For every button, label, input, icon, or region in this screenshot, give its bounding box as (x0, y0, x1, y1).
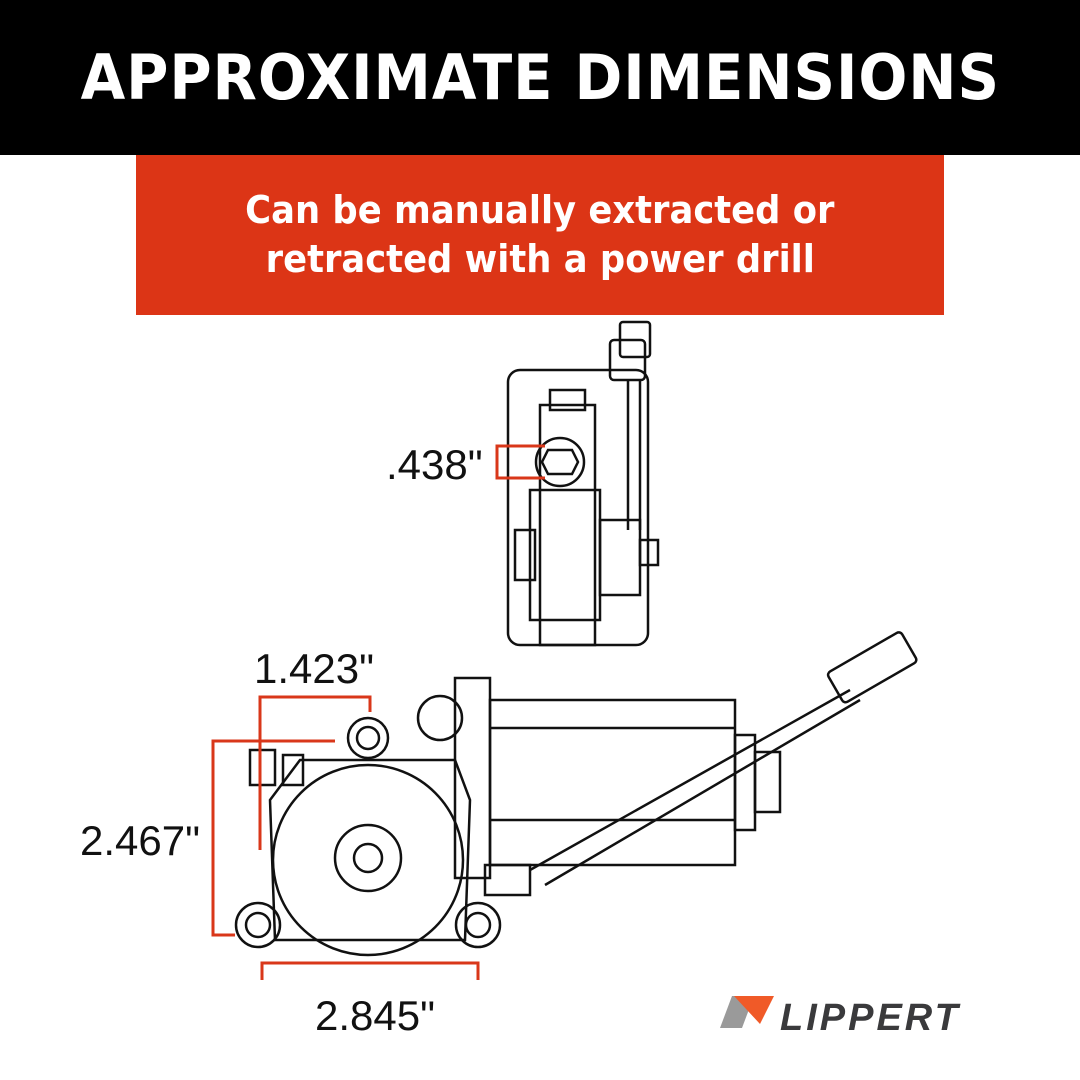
motor-top-view (506, 320, 660, 647)
dimension-bracket-shaft (495, 444, 545, 480)
dimension-label-shaft: .438" (386, 441, 483, 488)
dimension-bracket-2845 (260, 961, 480, 980)
header-bar: APPROXIMATE DIMENSIONS (0, 0, 1080, 155)
dimension-brackets (211, 695, 480, 980)
page-title: APPROXIMATE DIMENSIONS (80, 41, 1000, 114)
banner-line-2: retracted with a power drill (265, 237, 815, 281)
dimension-label-2845: 2.845" (315, 992, 436, 1039)
dimension-bracket-1423 (258, 695, 372, 850)
logo-wordmark: LIPPERT (780, 997, 961, 1038)
dimension-label-1423: 1.423" (254, 645, 375, 692)
lippert-logo: LIPPERT (712, 988, 1032, 1042)
motor-side-view (234, 631, 918, 957)
dimension-bracket-2467 (211, 739, 335, 937)
dimension-label-2467: 2.467" (80, 817, 201, 864)
banner-line-1: Can be manually extracted or (245, 188, 835, 232)
logo-mark-orange (734, 996, 774, 1024)
feature-banner: Can be manually extracted or retracted w… (136, 155, 944, 315)
